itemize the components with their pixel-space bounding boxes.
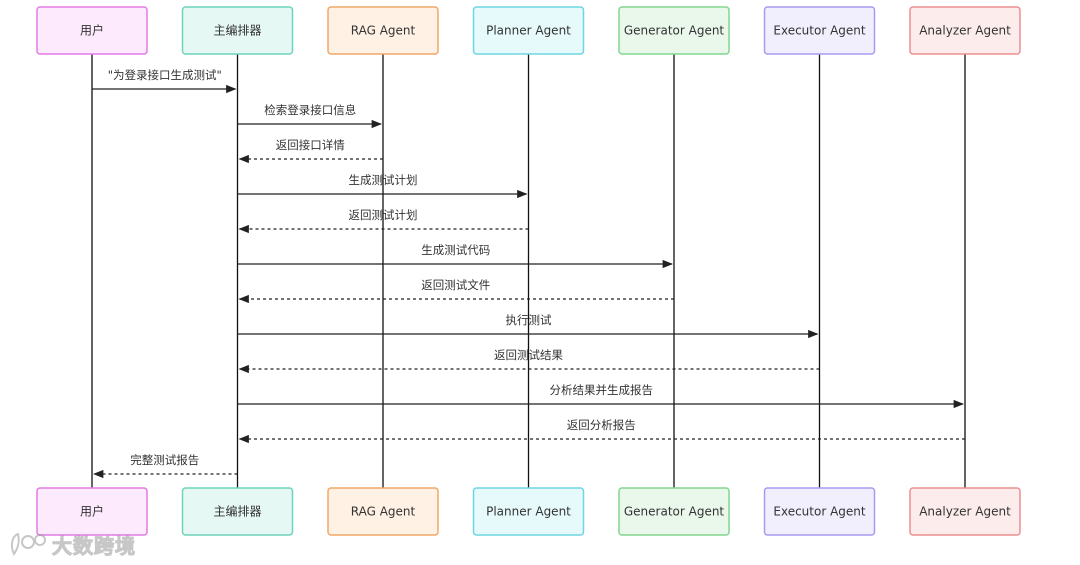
message-label: 返回测试计划 bbox=[349, 208, 418, 222]
actor-box bbox=[327, 487, 439, 536]
actor-label: Executor Agent bbox=[773, 24, 866, 38]
actor-user-top: 用户 bbox=[36, 6, 148, 55]
actor-planner-top: Planner Agent bbox=[472, 6, 585, 55]
actor-rag-bottom: RAG Agent bbox=[327, 487, 439, 536]
message-10: 分析结果并生成报告 bbox=[237, 383, 965, 409]
message-11: 返回分析报告 bbox=[238, 418, 965, 444]
watermark: 大数跨境 bbox=[8, 528, 136, 560]
actor-box bbox=[36, 487, 148, 536]
message-label: 执行测试 bbox=[506, 313, 552, 327]
actor-label: Analyzer Agent bbox=[919, 24, 1011, 38]
message-7: 返回测试文件 bbox=[238, 278, 674, 304]
message-3: 返回接口详情 bbox=[238, 138, 383, 164]
message-label: "为登录接口生成测试" bbox=[108, 68, 222, 82]
message-8: 执行测试 bbox=[237, 313, 819, 339]
message-label: 完整测试报告 bbox=[130, 453, 199, 467]
actors-bottom: 用户 主编排器 RAG Agent Planner Agent Generator Ag… bbox=[36, 487, 1021, 536]
actor-generator-top: Generator Agent bbox=[618, 6, 730, 55]
actor-label: Planner Agent bbox=[486, 505, 571, 519]
message-label: 生成测试代码 bbox=[421, 243, 490, 257]
message-12: 完整测试报告 bbox=[92, 453, 238, 479]
actor-orchestrator-bottom: 主编排器 bbox=[181, 487, 294, 536]
actor-executor-bottom: Executor Agent bbox=[763, 487, 876, 536]
actor-label: 主编排器 bbox=[213, 504, 261, 519]
brand-logo-icon bbox=[10, 532, 46, 556]
actor-label: RAG Agent bbox=[351, 505, 416, 519]
lifelines bbox=[91, 54, 966, 488]
actor-user-bottom: 用户 bbox=[36, 487, 148, 536]
actors-top: 用户 主编排器 RAG Agent Planner Agent Generator Ag… bbox=[36, 6, 1021, 55]
message-label: 分析结果并生成报告 bbox=[550, 383, 654, 397]
message-label: 检索登录接口信息 bbox=[264, 103, 356, 117]
actor-label: Generator Agent bbox=[624, 505, 725, 519]
message-6: 生成测试代码 bbox=[237, 243, 674, 269]
actor-label: 用户 bbox=[80, 504, 104, 519]
actor-label: Analyzer Agent bbox=[919, 505, 1011, 519]
actor-rag-top: RAG Agent bbox=[327, 6, 439, 55]
actor-box bbox=[763, 487, 876, 536]
message-label: 返回测试结果 bbox=[494, 348, 563, 362]
actor-label: 主编排器 bbox=[213, 23, 261, 38]
message-label: 生成测试计划 bbox=[349, 173, 418, 187]
actor-executor-top: Executor Agent bbox=[763, 6, 876, 55]
actor-box bbox=[36, 6, 148, 55]
actor-label: Generator Agent bbox=[624, 24, 725, 38]
actor-box bbox=[909, 6, 1021, 55]
actor-box bbox=[472, 487, 585, 536]
message-4: 生成测试计划 bbox=[237, 173, 528, 199]
actor-box bbox=[472, 6, 585, 55]
actor-box bbox=[909, 487, 1021, 536]
message-2: 检索登录接口信息 bbox=[237, 103, 383, 129]
actor-label: Executor Agent bbox=[773, 505, 866, 519]
actor-label: 用户 bbox=[80, 23, 104, 38]
actor-orchestrator-top: 主编排器 bbox=[181, 6, 294, 55]
actor-box bbox=[618, 6, 730, 55]
messages: "为登录接口生成测试" 检索登录接口信息返回接口详情生成测试计划返回测试计划生成测… bbox=[92, 68, 965, 479]
message-9: 返回测试结果 bbox=[238, 348, 820, 374]
actor-box bbox=[763, 6, 876, 55]
message-label: 返回测试文件 bbox=[421, 278, 490, 292]
actor-box bbox=[618, 487, 730, 536]
actor-label: Planner Agent bbox=[486, 24, 571, 38]
actor-box bbox=[181, 6, 294, 55]
actor-label: RAG Agent bbox=[351, 24, 416, 38]
watermark-text: 大数跨境 bbox=[52, 533, 136, 558]
actor-box bbox=[181, 487, 294, 536]
actor-generator-bottom: Generator Agent bbox=[618, 487, 730, 536]
message-label: 返回接口详情 bbox=[276, 138, 345, 152]
message-label: 返回分析报告 bbox=[567, 418, 636, 432]
actor-analyzer-bottom: Analyzer Agent bbox=[909, 487, 1021, 536]
actor-box bbox=[327, 6, 439, 55]
message-1: "为登录接口生成测试" bbox=[92, 68, 237, 94]
message-5: 返回测试计划 bbox=[238, 208, 529, 234]
actor-analyzer-top: Analyzer Agent bbox=[909, 6, 1021, 55]
actor-planner-bottom: Planner Agent bbox=[472, 487, 585, 536]
